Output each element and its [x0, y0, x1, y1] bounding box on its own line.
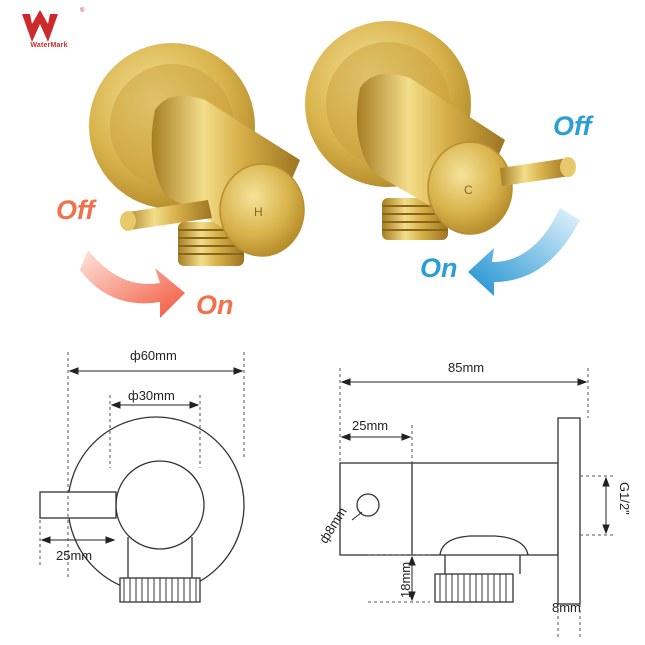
- outer-diameter-label: ф60mm: [130, 348, 177, 363]
- cold-valve-cap: [427, 141, 513, 235]
- watermark-brand-text: WaterMark: [30, 42, 68, 49]
- front-view-drawing: [39, 416, 245, 603]
- registered-mark: ®: [80, 8, 85, 14]
- overall-length-label: 85mm: [448, 360, 485, 375]
- body-offset-label: 25mm: [352, 418, 389, 433]
- outlet-height-label: 18mm: [398, 561, 413, 598]
- hot-valve-cap: [219, 163, 305, 257]
- flange-thickness-label: 8mm: [552, 600, 581, 615]
- side-view-handle-hole: [356, 493, 380, 517]
- hot-on-label: On: [196, 290, 234, 320]
- side-view-drawing: [339, 417, 581, 605]
- watermark-logo: [22, 10, 58, 42]
- hot-valve-lever: [123, 200, 212, 230]
- thread-size-label: G1/2": [617, 482, 632, 515]
- side-view-body: [339, 462, 559, 556]
- hot-mark: H: [254, 205, 263, 219]
- cold-off-label: Off: [553, 111, 592, 141]
- cold-valve-illustration: C: [305, 21, 576, 240]
- cold-valve-lever: [500, 158, 570, 186]
- hot-off-label: Off: [56, 195, 95, 225]
- cold-on-label: On: [420, 253, 458, 283]
- cold-mark: C: [464, 183, 473, 197]
- inner-diameter-label: ф30mm: [128, 388, 175, 403]
- front-handle-length-label: 25mm: [56, 548, 93, 563]
- cold-direction-arrow: [468, 208, 580, 296]
- hot-direction-arrow: [80, 250, 185, 318]
- front-view-inner-circle: [115, 460, 205, 550]
- side-view-flange: [557, 417, 581, 605]
- hot-valve-illustration: H: [89, 43, 305, 266]
